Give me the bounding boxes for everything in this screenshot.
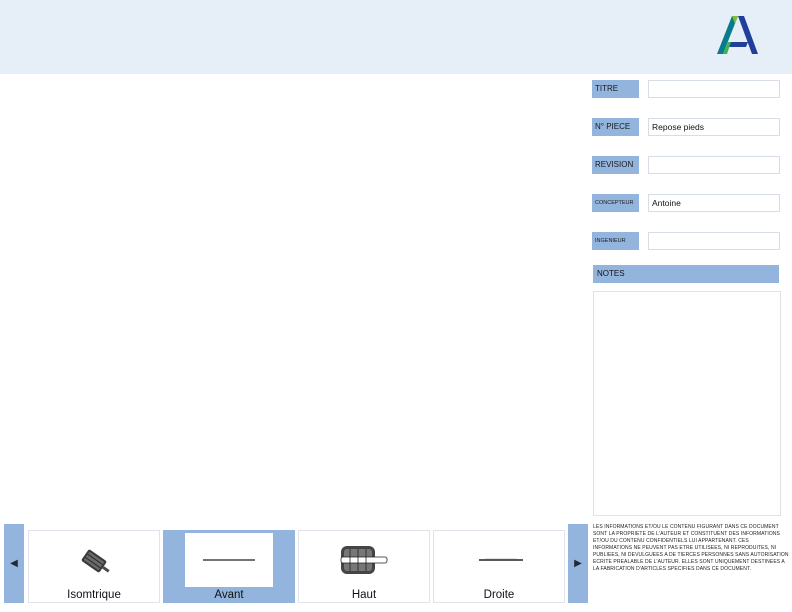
view-label-right: Droite	[483, 589, 515, 601]
autodesk-logo-icon	[717, 16, 758, 54]
view-label-isometric: Isomtrique	[67, 589, 121, 601]
view-tile-front[interactable]: Avant	[163, 530, 295, 603]
revision-label: REVISION	[592, 156, 639, 174]
notes-textarea[interactable]	[593, 291, 781, 516]
view-tile-top[interactable]: Haut	[298, 530, 430, 603]
titre-label: TITRE	[592, 80, 639, 98]
triangle-right-icon: ▶	[574, 558, 582, 569]
front-thumbnail	[185, 533, 273, 587]
revision-field[interactable]	[648, 156, 780, 174]
isometric-thumbnail	[50, 533, 138, 587]
concepteur-field[interactable]: Antoine	[648, 194, 780, 212]
concepteur-label: CONCEPTEUR	[592, 194, 639, 212]
view-tile-right[interactable]: Droite	[433, 530, 565, 603]
disclaimer-text: LES INFORMATIONS ET/OU LE CONTENU FIGURA…	[593, 524, 789, 572]
top-thumbnail	[320, 533, 408, 587]
notes-header: NOTES	[593, 265, 779, 283]
ingenieur-label: INGENIEUR	[592, 232, 639, 250]
titre-field[interactable]	[648, 80, 780, 98]
prev-view-button[interactable]: ◀	[4, 524, 24, 603]
ingenieur-field[interactable]	[648, 232, 780, 250]
view-tile-isometric[interactable]: Isomtrique	[28, 530, 160, 603]
view-label-top: Haut	[351, 589, 377, 601]
no-piece-field[interactable]: Repose pieds	[648, 118, 780, 136]
no-piece-label: N° PIECE	[592, 118, 639, 136]
header-bar	[0, 0, 792, 74]
next-view-button[interactable]: ▶	[568, 524, 588, 603]
triangle-left-icon: ◀	[10, 558, 18, 569]
view-label-front: Avant	[214, 589, 244, 601]
right-thumbnail	[455, 533, 543, 587]
